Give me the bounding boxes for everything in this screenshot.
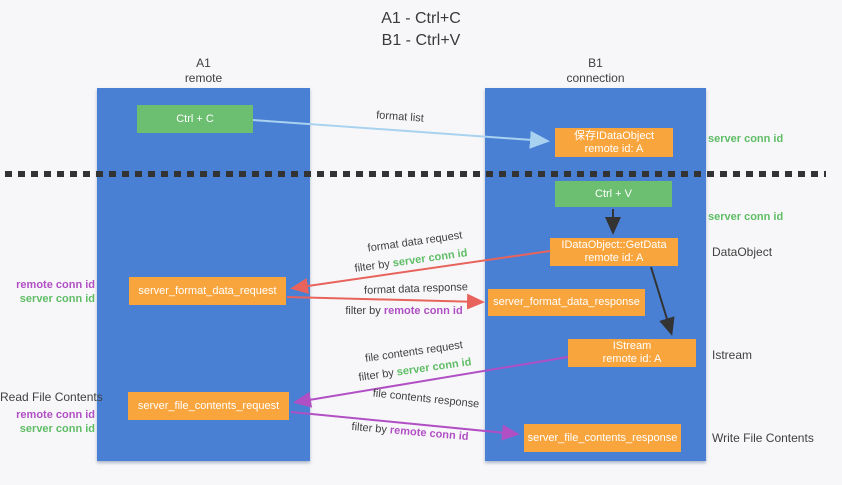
left-conn-id-group-1: remote conn id server conn id [0,278,95,306]
remote-conn-id-text: remote conn id [389,424,469,444]
filter-by-text: filter by [345,305,381,317]
server-format-data-request-label: server_format_data_request [138,284,277,297]
server-conn-id-left-2: server conn id [19,423,95,435]
write-file-contents-label: Write File Contents [712,431,814,445]
server-conn-id-text: server conn id [396,356,473,379]
server-conn-id-text: server conn id [392,247,469,270]
server-format-data-response-label: server_format_data_response [493,296,640,308]
ctrl-v-box: Ctrl + V [555,181,672,207]
lane-header-a1: A1 remote [97,56,310,86]
save-dataobject-label: 保存IDataObject [573,129,655,142]
lane-a1-name: A1 [196,56,211,70]
lane-b1-role: connection [566,71,625,85]
server-conn-id-right-mid: server conn id [708,211,784,223]
filter-by-remote-conn-1: filter by remote conn id [345,305,462,317]
istream-remote-id: remote id: A [602,353,662,365]
server-file-contents-request-box: server_file_contents_request [128,392,289,420]
ctrl-c-label: Ctrl + C [176,112,214,125]
format-data-response-label: format data response [363,281,469,297]
left-conn-id-group-2: Read File Contents remote conn id server… [0,390,103,436]
save-dataobject-remote-id: remote id: A [584,142,644,155]
read-file-contents-label: Read File Contents [0,390,103,404]
remote-conn-id-left-2: remote conn id [16,409,95,421]
filter-by-text: filter by [351,420,388,436]
server-conn-id-right-top: server conn id [708,133,784,145]
ctrl-c-box: Ctrl + C [137,105,253,133]
server-file-contents-request-label: server_file_contents_request [137,399,280,412]
istream-box: IStream remote id: A [568,339,696,367]
filter-by-text: filter by [353,258,391,275]
istream-label: IStream [612,340,652,352]
getdata-remote-id: remote id: A [584,252,644,264]
filter-by-remote-conn-2: filter by remote conn id [351,421,469,443]
format-list-label: format list [375,109,425,125]
server-format-data-response-box: server_format_data_response [488,289,645,316]
server-file-contents-response-box: server_file_contents_response [524,424,681,452]
getdata-box: IDataObject::GetData remote id: A [550,238,678,266]
lane-a1-role: remote [184,71,223,85]
server-file-contents-response-label: server_file_contents_response [527,431,678,444]
filter-by-text: filter by [357,367,395,384]
save-dataobject-box: 保存IDataObject remote id: A [555,128,673,157]
title-line-1: A1 - Ctrl+C [381,10,461,27]
ctrl-v-label: Ctrl + V [595,187,632,200]
diagram-title: A1 - Ctrl+C B1 - Ctrl+V [0,8,842,53]
remote-conn-id-text: remote conn id [383,305,463,317]
remote-conn-id-left-1: remote conn id [16,279,95,291]
getdata-label: IDataObject::GetData [561,239,667,251]
dataobject-label: DataObject [712,245,773,259]
server-conn-id-left-1: server conn id [19,293,95,305]
lane-b1-name: B1 [588,56,603,70]
file-contents-response-label: file contents response [372,387,480,411]
server-format-data-request-box: server_format_data_request [129,277,286,305]
lane-header-b1: B1 connection [485,56,706,86]
istream-side-label: Istream [712,348,753,362]
format-data-response-arrow [286,293,485,310]
title-line-2: B1 - Ctrl+V [381,32,461,50]
